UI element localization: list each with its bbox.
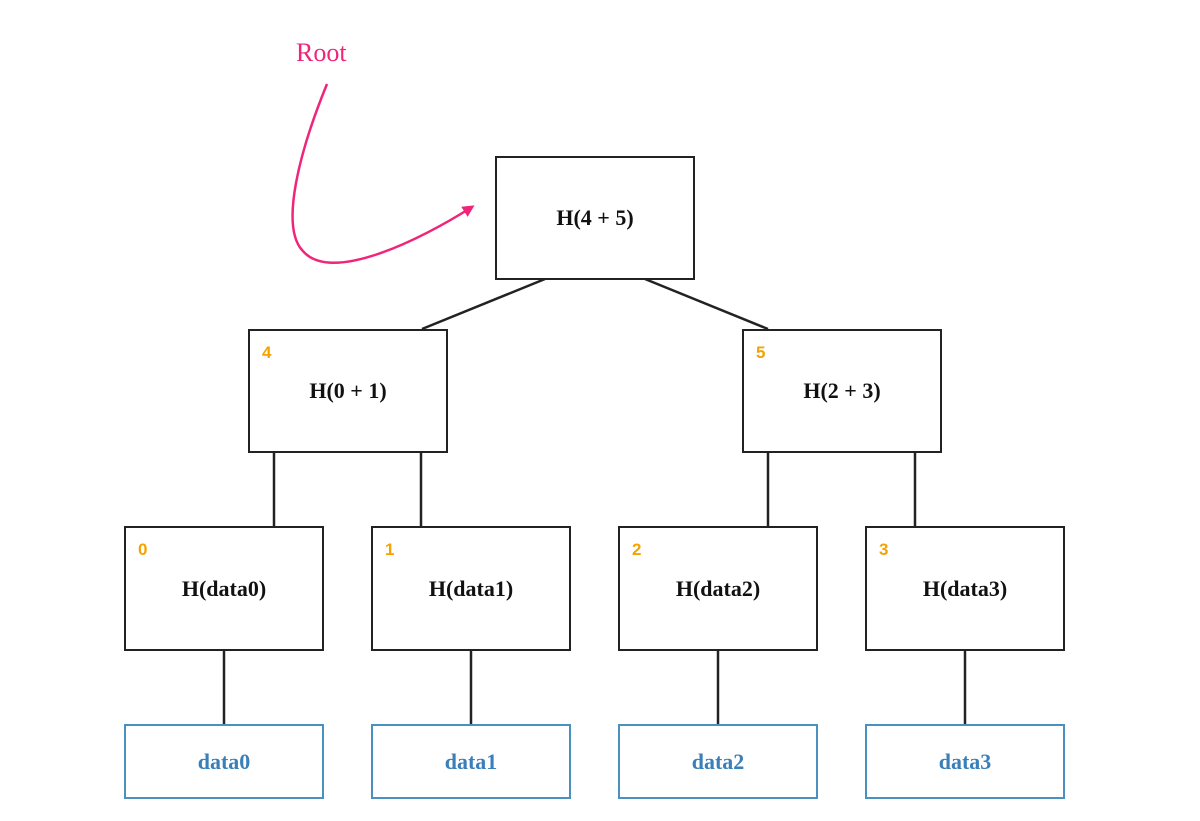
data-block-1: data1 [371,724,571,799]
node-label: H(data0) [181,575,267,601]
node-label: H(data3) [922,575,1008,601]
node-index: 4 [262,343,272,362]
data-label: data2 [691,748,745,774]
hash-node-1: 1 H(data1) [371,526,571,651]
data-label: data1 [444,748,498,774]
node-index: 2 [632,540,642,559]
root-hash-node: H(4 + 5) [495,156,695,280]
node-index: 3 [879,540,889,559]
node-label: H(data1) [428,575,514,601]
node-label: H(2 + 3) [803,378,881,403]
data-label: data0 [197,748,251,774]
node-index: 1 [385,540,395,559]
hash-node-0: 0 H(data0) [124,526,324,651]
data-block-0: data0 [124,724,324,799]
edge-root-n4 [421,277,546,331]
data-block-2: data2 [618,724,818,799]
data-block-3: data3 [865,724,1065,799]
node-index: 0 [138,540,148,559]
root-pointer-arrow [291,83,475,264]
root-annotation-label: Root [296,38,347,67]
edge-root-n5 [644,277,769,331]
node-label: H(0 + 1) [309,378,387,403]
hash-node-2: 2 H(data2) [618,526,818,651]
hash-node-5: 5 H(2 + 3) [742,329,942,453]
node-label: H(data2) [675,575,761,601]
node-label: H(4 + 5) [556,205,634,230]
node-index: 5 [756,343,766,362]
data-label: data3 [938,748,992,774]
hash-node-4: 4 H(0 + 1) [248,329,448,453]
hash-node-3: 3 H(data3) [865,526,1065,651]
